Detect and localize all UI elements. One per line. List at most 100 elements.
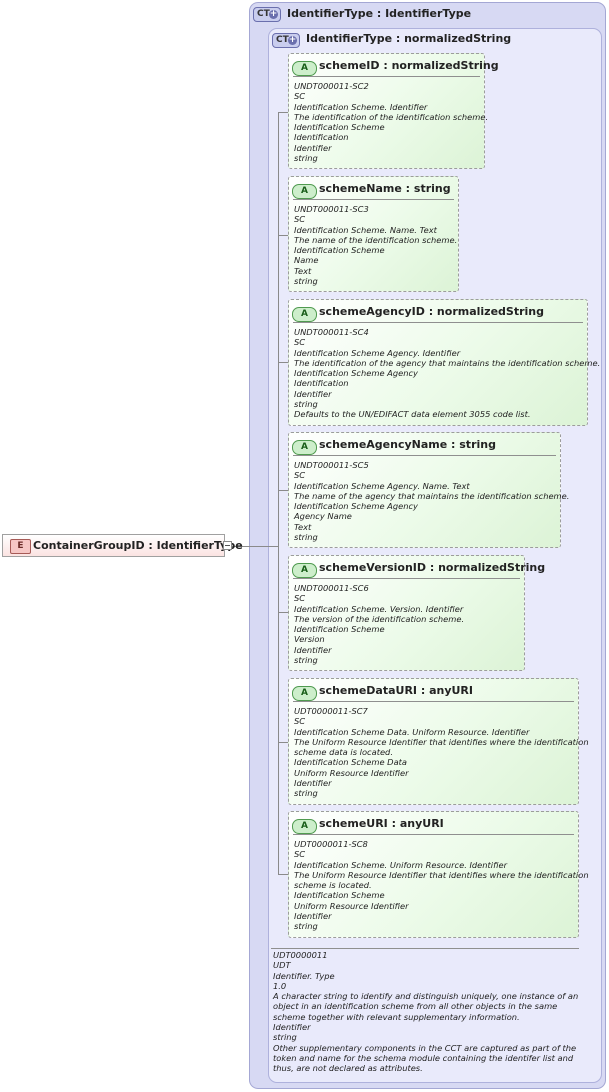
doc-line: token and name for the schema module con… [273, 1052, 574, 1063]
attribute-separator [293, 578, 520, 579]
doc-line: SC [294, 593, 306, 604]
element-connector [232, 546, 278, 547]
doc-line: Identifier [294, 388, 332, 399]
doc-line: The version of the identification scheme… [294, 613, 465, 624]
doc-line: string [294, 399, 318, 410]
connector-branch [278, 490, 288, 491]
type-documentation: UDT0000011 UDT Identifier. Type 1.0 A ch… [273, 950, 583, 1074]
doc-line: thus, are not declared as attributes. [273, 1063, 423, 1074]
doc-line: scheme data is located. [294, 747, 393, 758]
doc-line: SC [294, 214, 306, 225]
doc-line: Identifier [294, 142, 332, 153]
doc-line: UDT [273, 960, 291, 971]
attribute-title: schemeDataURI : anyURI [319, 684, 473, 697]
doc-line: The identification of the agency that ma… [294, 357, 601, 368]
connector-branch [278, 362, 288, 363]
attribute-badge: A [292, 61, 317, 76]
doc-line: string [294, 655, 318, 666]
doc-line: Identification Scheme Data. Uniform Reso… [294, 726, 530, 737]
element-container-group-id[interactable]: E ContainerGroupID : IdentifierType [2, 534, 243, 557]
collapse-toggle-icon[interactable] [223, 541, 232, 550]
attribute-title: schemeAgencyID : normalizedString [319, 305, 544, 318]
outer-ct-title: IdentifierType : IdentifierType [287, 7, 472, 20]
inner-ct-title: IdentifierType : normalizedString [306, 32, 512, 45]
doc-line: scheme is located. [294, 880, 372, 891]
doc-line: Identification Scheme. Version. Identifi… [294, 603, 464, 614]
doc-line: The name of the agency that maintains th… [294, 490, 570, 501]
attribute-title: schemeURI : anyURI [319, 817, 444, 830]
doc-line: SC [294, 91, 306, 102]
doc-line: scheme together with relevant supplement… [273, 1011, 520, 1022]
attribute-separator [293, 76, 480, 77]
doc-line: object in an identification scheme from … [273, 1001, 558, 1012]
connector-branch [278, 612, 288, 613]
outer-ct-badge-label: CT [257, 9, 270, 19]
doc-line: Identifier [294, 644, 332, 655]
doc-line: UDT0000011-SC7 [294, 706, 368, 716]
doc-line: Agency Name [294, 511, 352, 522]
doc-line: Identification Scheme Data [294, 757, 407, 768]
doc-line: Other supplementary components in the CC… [273, 1042, 577, 1053]
inner-ct-badge: CT + [272, 33, 300, 48]
doc-line: UNDT000011-SC6 [294, 583, 369, 593]
doc-line: Version [294, 634, 325, 645]
attribute-scheme-agency-id: A schemeAgencyID : normalizedString UNDT… [288, 299, 601, 426]
doc-line: Identification [294, 132, 349, 143]
connector-branch [278, 874, 288, 875]
attribute-badge: A [292, 440, 317, 455]
outer-ct-badge: CT + [253, 7, 281, 22]
doc-line: Uniform Resource Identifier [294, 767, 409, 778]
doc-line: Identification Scheme Agency [294, 501, 418, 512]
doc-line: Identification Scheme [294, 245, 385, 256]
attribute-scheme-name: A schemeName : string UNDT000011-SC3 SC … [288, 176, 459, 292]
attribute-badge: A [292, 307, 317, 322]
attribute-separator [293, 199, 454, 200]
doc-line: UNDT000011-SC4 [294, 327, 369, 337]
attribute-separator [293, 455, 556, 456]
doc-line: Identification Scheme Agency. Name. Text [294, 480, 470, 491]
doc-line: Identification Scheme. Name. Text [294, 224, 437, 235]
doc-line: The Uniform Resource Identifier that ide… [294, 869, 589, 880]
doc-line: 1.0 [273, 980, 287, 991]
attribute-doc: UNDT000011-SC5 SC Identification Scheme … [294, 460, 570, 543]
doc-line: Uniform Resource Identifier [294, 900, 409, 911]
attribute-doc: UDT0000011-SC8 SC Identification Scheme.… [294, 839, 589, 932]
attribute-separator [293, 701, 574, 702]
attribute-separator [293, 834, 574, 835]
doc-line: Identifier. Type [273, 970, 335, 981]
doc-line: UNDT000011-SC2 [294, 81, 369, 91]
doc-line: string [273, 1032, 297, 1043]
doc-line: SC [294, 337, 306, 348]
doc-line: Defaults to the UN/EDIFACT data element … [294, 409, 531, 420]
doc-line: SC [294, 849, 306, 860]
doc-line: string [294, 276, 318, 287]
attribute-doc: UNDT000011-SC4 SC Identification Scheme … [294, 327, 601, 420]
doc-line: The Uniform Resource Identifier that ide… [294, 736, 589, 747]
attribute-title: schemeName : string [319, 182, 451, 195]
attribute-title: schemeAgencyName : string [319, 438, 496, 451]
element-title: ContainerGroupID : IdentifierType [33, 539, 243, 552]
doc-line: Identification Scheme Agency. Identifier [294, 347, 461, 358]
doc-line: The name of the identification scheme. [294, 234, 458, 245]
doc-line: Identification Scheme. Identifier [294, 101, 428, 112]
connector-branch [278, 742, 288, 743]
doc-line: Identification [294, 378, 349, 389]
doc-line: string [294, 532, 318, 543]
doc-line: string [294, 921, 318, 932]
doc-line: Identifier [294, 778, 332, 789]
doc-line: Identification Scheme [294, 122, 385, 133]
attribute-connector-trunk [278, 112, 279, 874]
doc-line: SC [294, 470, 306, 481]
attribute-title: schemeVersionID : normalizedString [319, 561, 546, 574]
type-doc-separator [271, 948, 579, 949]
attribute-scheme-id: A schemeID : normalizedString UNDT000011… [288, 53, 499, 169]
doc-line: UDT0000011 [273, 950, 328, 960]
attribute-scheme-uri: A schemeURI : anyURI UDT0000011-SC8 SC I… [288, 811, 589, 938]
expand-plus-icon: + [288, 35, 297, 45]
attribute-separator [293, 322, 583, 323]
connector-branch [278, 235, 288, 236]
attribute-doc: UNDT000011-SC2 SC Identification Scheme.… [294, 81, 488, 163]
attribute-doc: UNDT000011-SC3 SC Identification Scheme.… [294, 204, 458, 287]
doc-line: A character string to identify and disti… [273, 991, 579, 1002]
doc-line: Identification Scheme [294, 890, 385, 901]
